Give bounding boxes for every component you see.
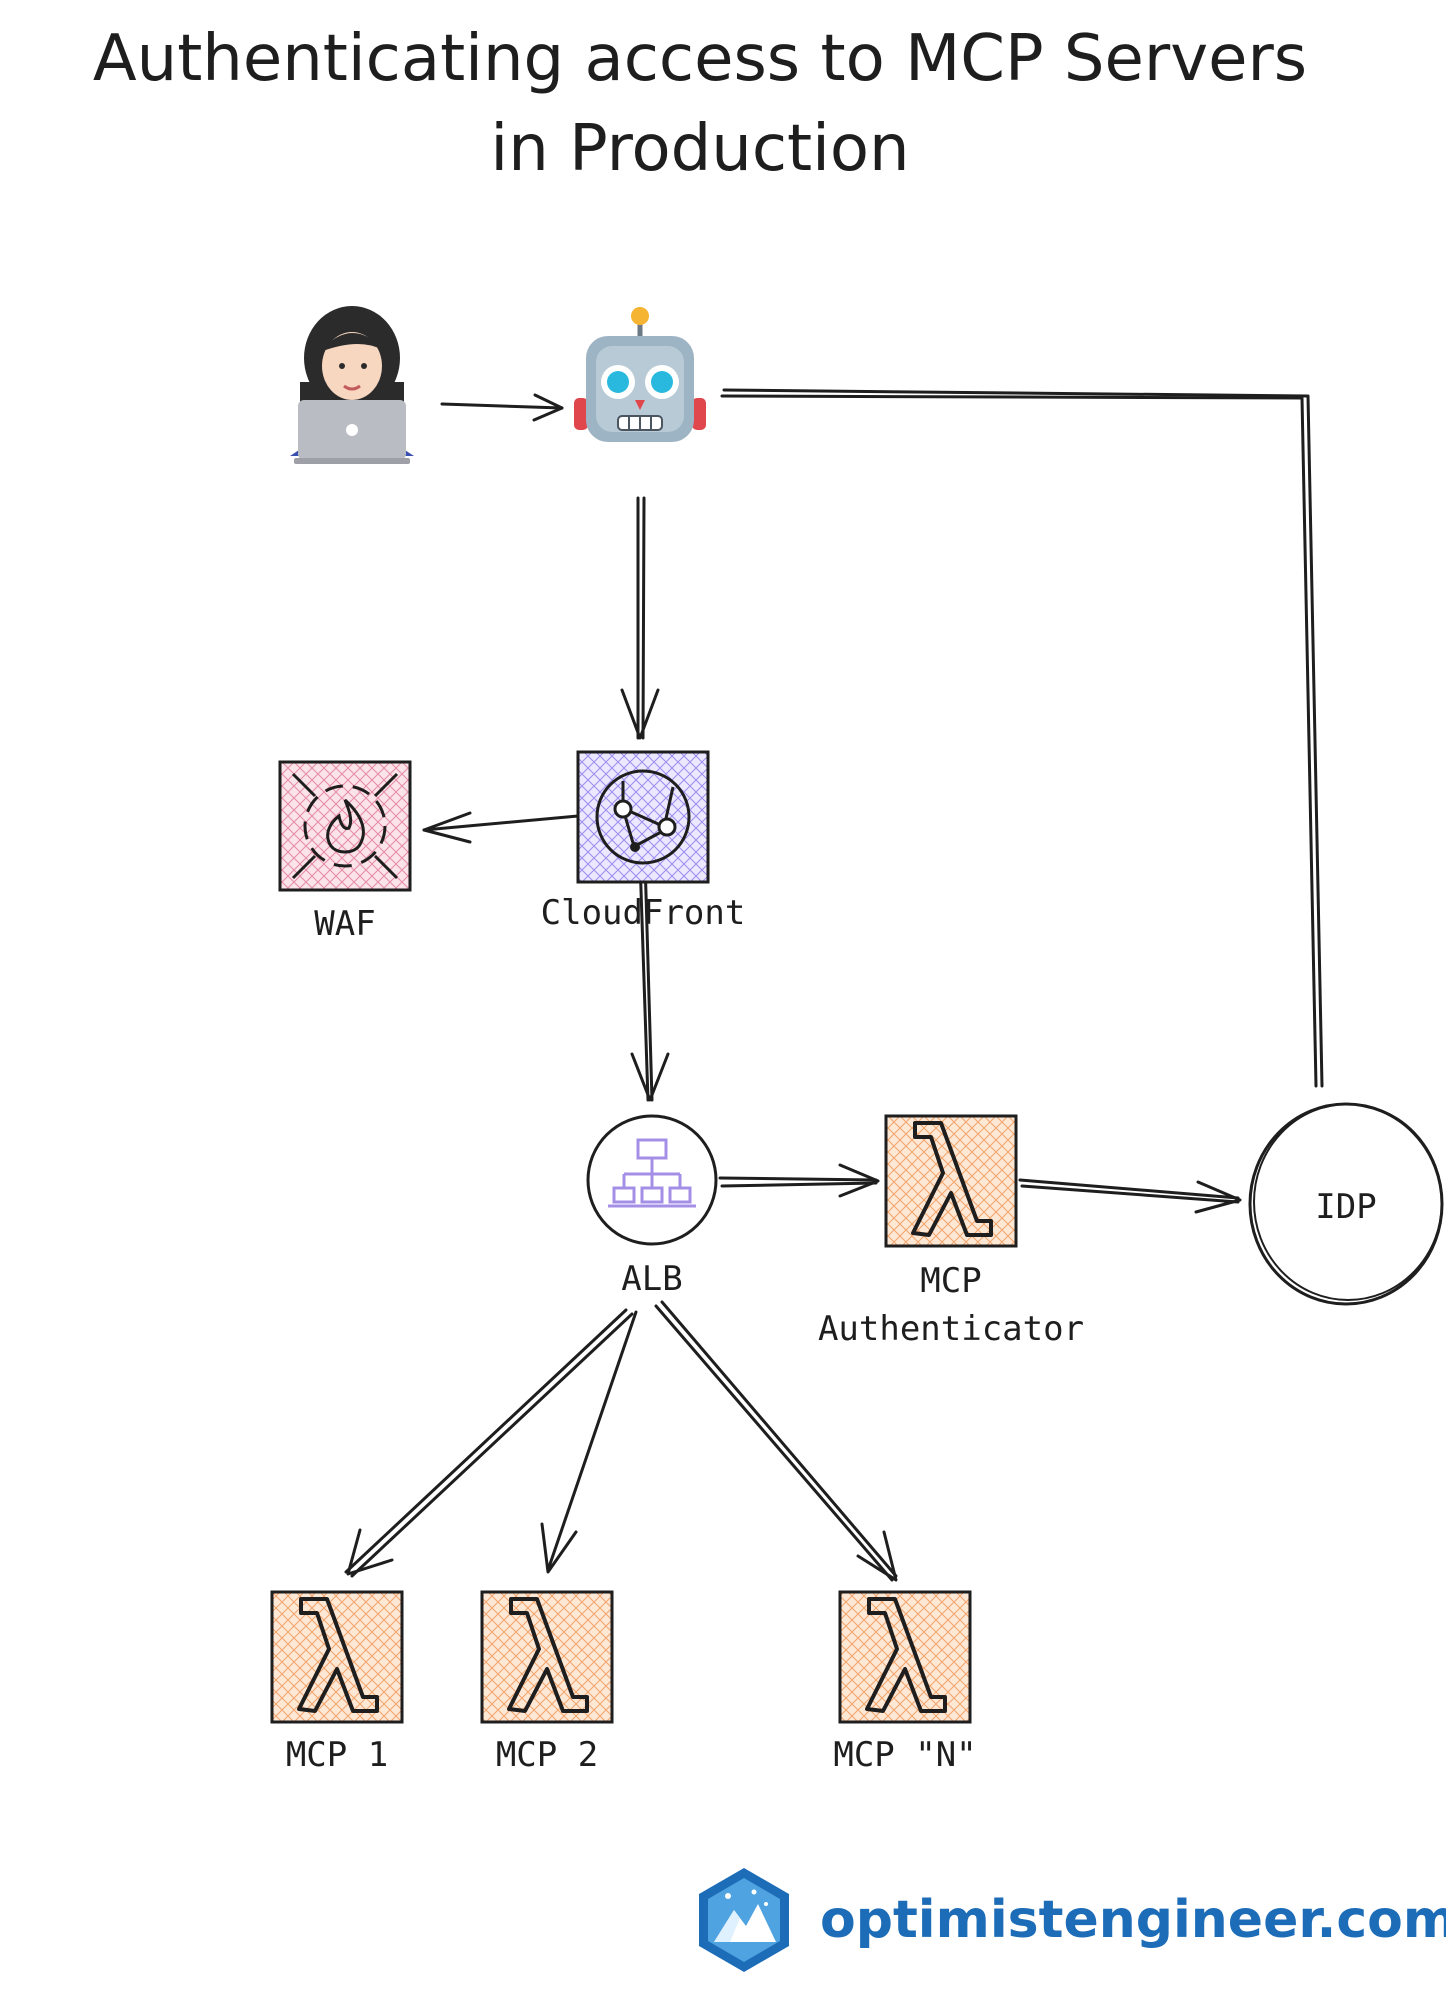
diagram-title-line-1: Authenticating access to MCP Servers: [93, 22, 1307, 96]
diagram-title-line-2: in Production: [490, 112, 909, 186]
firewall-icon: [291, 772, 399, 880]
authenticator-label-line-1: MCP: [920, 1261, 981, 1301]
mcpn-label: MCP "N": [833, 1735, 976, 1775]
edge-cloudfront-to-alb: [630, 858, 670, 1102]
idp-label: IDP: [1315, 1187, 1376, 1227]
authenticator-label-line-2: Authenticator: [818, 1309, 1084, 1349]
robot-icon: [574, 307, 706, 442]
brand-footer: optimistengineer.com: [699, 1868, 1446, 1972]
edge-user-to-agent: [440, 393, 564, 422]
cloudfront-node: CloudFront: [541, 750, 746, 933]
woman-technologist-icon: [290, 306, 414, 464]
edge-alb-to-mcp1: [344, 1308, 634, 1578]
mcpn-node: MCP "N": [833, 1590, 977, 1775]
idp-node: IDP: [1248, 1102, 1444, 1306]
load-balancer-icon: [608, 1138, 696, 1208]
mcp1-node: MCP 1: [270, 1590, 404, 1775]
cloudfront-network-icon: [595, 769, 691, 865]
edge-authenticator-to-idp: [1018, 1178, 1242, 1214]
brand-text: optimistengineer.com: [820, 1890, 1446, 1950]
mcp2-node: MCP 2: [480, 1590, 614, 1775]
waf-node: WAF: [278, 760, 412, 944]
edge-alb-to-authenticator: [718, 1163, 880, 1198]
edge-agent-to-cloudfront: [620, 496, 660, 740]
edge-cloudfront-to-waf: [422, 811, 580, 844]
mcp1-label: MCP 1: [286, 1735, 388, 1775]
edges: [344, 388, 1324, 1582]
mountain-badge-icon: [699, 1868, 789, 1972]
alb-node: ALB: [586, 1114, 718, 1299]
alb-label: ALB: [621, 1259, 682, 1299]
mcp2-label: MCP 2: [496, 1735, 598, 1775]
authenticator-node: MCP Authenticator: [818, 1114, 1084, 1349]
edge-idp-to-agent: [720, 388, 1324, 1088]
cloudfront-label: CloudFront: [541, 893, 746, 933]
edge-alb-to-mcpn: [654, 1300, 898, 1582]
waf-label: WAF: [314, 904, 375, 944]
edge-alb-to-mcp2: [540, 1310, 638, 1574]
